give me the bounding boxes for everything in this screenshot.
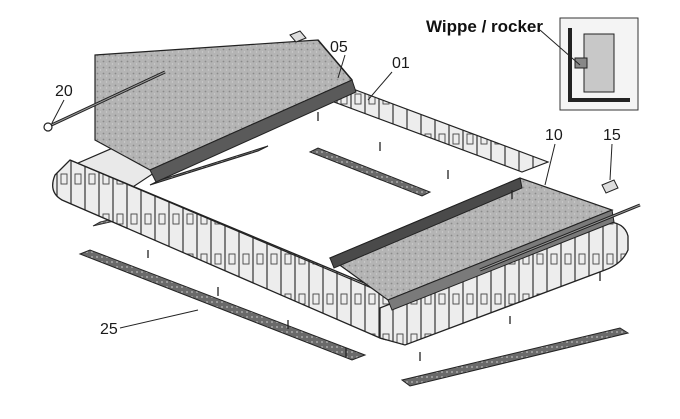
spring-rod-20 xyxy=(43,70,641,272)
part-labels: 05 01 20 10 15 25 xyxy=(51,39,621,338)
screws xyxy=(147,112,601,361)
rocker-inset xyxy=(559,17,639,111)
part-label-15: 15 xyxy=(603,127,621,144)
clips xyxy=(289,30,619,194)
blind-panel-05 xyxy=(94,39,357,183)
inset-caption: Wippe / rocker xyxy=(426,17,543,36)
part-label-01: 01 xyxy=(392,55,410,72)
part-label-05: 05 xyxy=(330,39,348,56)
part-label-20: 20 xyxy=(55,83,73,100)
part-label-10: 10 xyxy=(545,127,563,144)
part-label-25: 25 xyxy=(100,321,118,338)
inset-leader xyxy=(539,29,581,66)
